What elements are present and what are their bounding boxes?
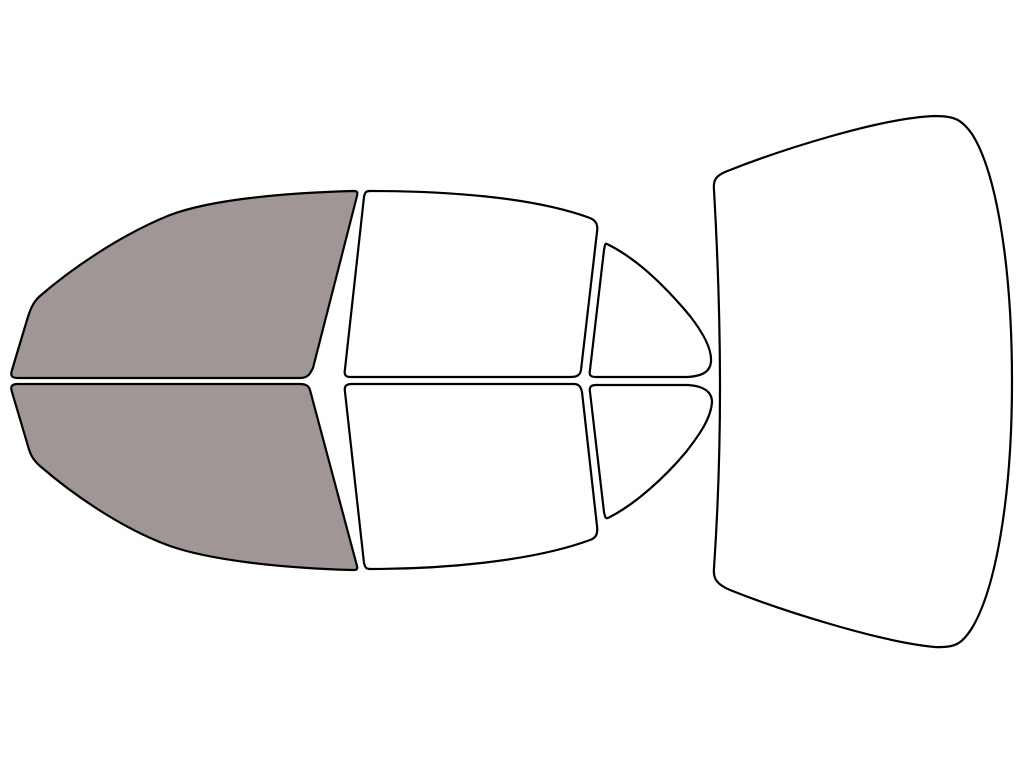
front-upper-left-window[interactable]	[10, 189, 359, 380]
rear-upper-door-window[interactable]	[343, 189, 599, 379]
front-lower-left-window[interactable]	[10, 382, 359, 572]
rear-upper-quarter-window[interactable]	[588, 242, 713, 379]
rear-lower-door-window[interactable]	[343, 382, 599, 571]
rear-windshield[interactable]	[712, 114, 1014, 649]
rear-lower-quarter-window[interactable]	[588, 383, 714, 520]
